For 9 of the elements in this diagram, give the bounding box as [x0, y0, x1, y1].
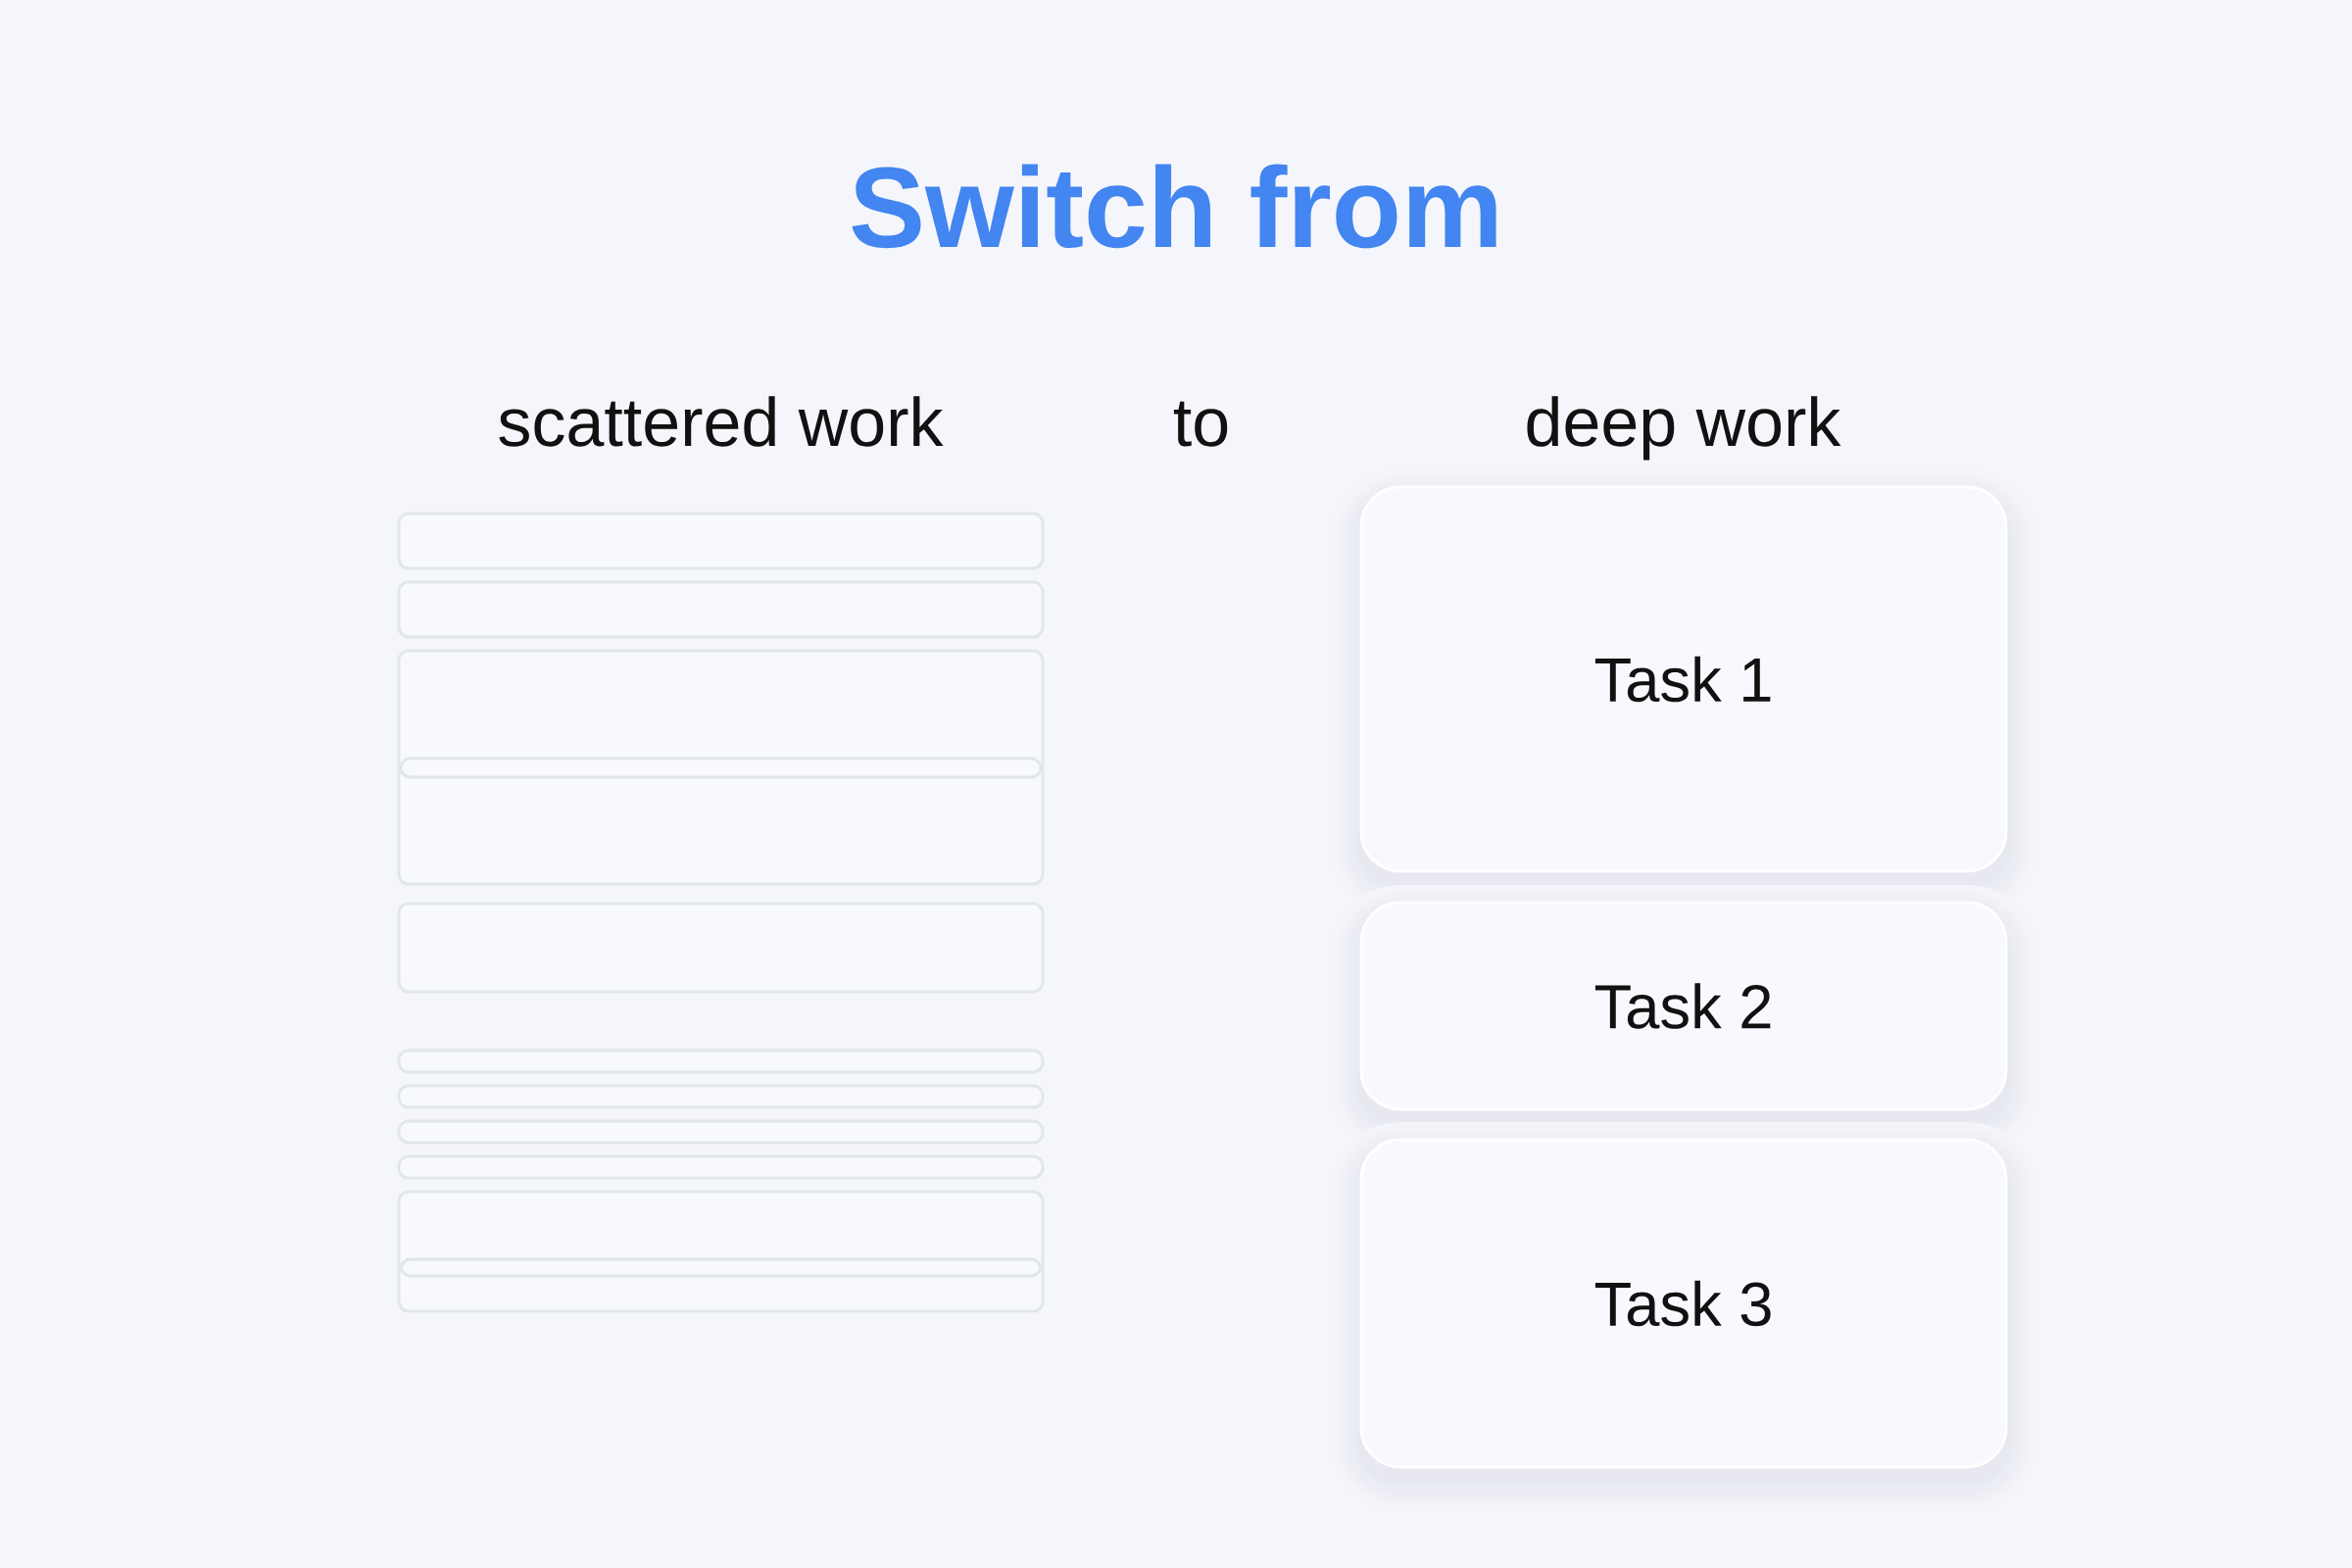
title: Switch from — [852, 164, 1496, 249]
task-card: Task 1 — [1359, 485, 2008, 873]
empty-box — [399, 1257, 1043, 1278]
column-heading: scattered work — [499, 396, 944, 447]
empty-box — [397, 649, 1045, 886]
connector-word: to — [1173, 401, 1228, 447]
task-card: Task 2 — [1359, 901, 2008, 1111]
empty-box — [399, 757, 1043, 779]
task-card: Task 3 — [1359, 1138, 2008, 1469]
